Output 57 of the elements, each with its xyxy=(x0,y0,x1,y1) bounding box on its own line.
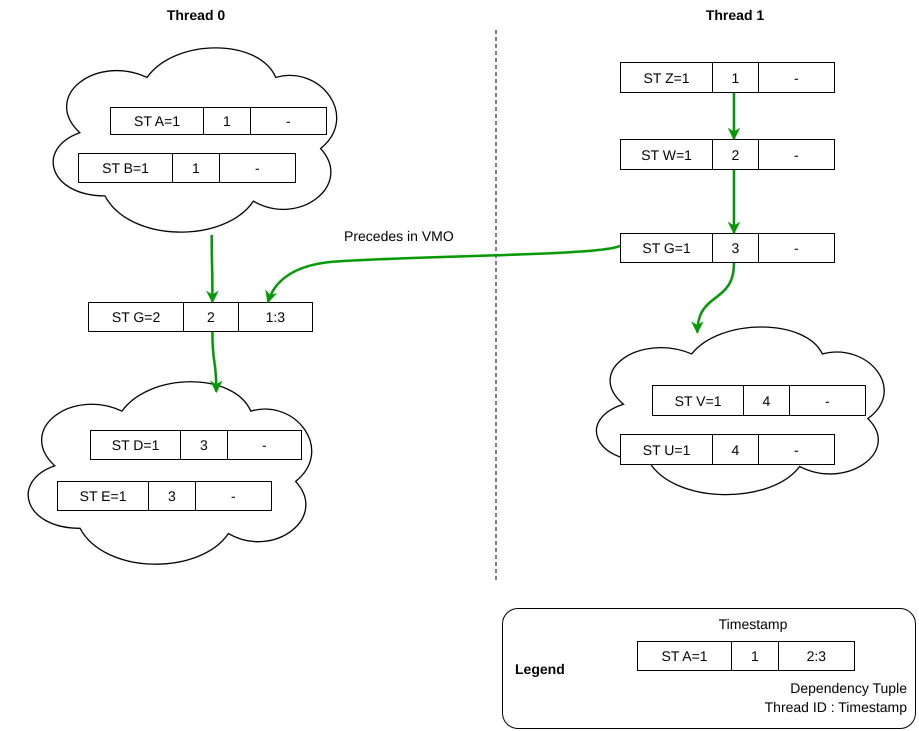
record-row xyxy=(110,107,327,135)
record-field: ST A=1 xyxy=(638,642,732,670)
legend-panel xyxy=(502,608,916,729)
record-field: ST G=1 xyxy=(621,234,712,262)
column-heading: Thread 0 xyxy=(166,7,226,23)
record-field: 3 xyxy=(180,431,227,459)
record-field: ST U=1 xyxy=(621,435,712,464)
record-field: - xyxy=(250,108,326,134)
record-field: ST A=1 xyxy=(111,108,204,134)
record-field: 3 xyxy=(148,482,195,510)
record-field: 2 xyxy=(183,303,238,331)
legend-title: Legend xyxy=(515,661,566,677)
record-field: 1 xyxy=(712,63,758,92)
record-row xyxy=(57,481,272,511)
record-field: - xyxy=(226,431,301,459)
edge-label: Precedes in VMO xyxy=(344,228,454,244)
record-row xyxy=(620,139,835,170)
record-row xyxy=(620,233,835,263)
arrow xyxy=(728,170,740,234)
record-row xyxy=(620,62,835,93)
record-field: 4 xyxy=(712,435,758,464)
record-field: 1 xyxy=(172,154,219,182)
column-heading: Thread 1 xyxy=(706,7,764,23)
record-row xyxy=(90,430,302,460)
field-caption: Dependency Tuple Thread ID : Timestamp xyxy=(764,679,907,717)
record-field: 3 xyxy=(712,234,758,262)
record-field: - xyxy=(758,63,834,92)
field-caption: Timestamp xyxy=(718,616,788,632)
record-field: ST B=1 xyxy=(79,154,172,182)
record-field: - xyxy=(758,140,834,169)
record-field: - xyxy=(788,386,865,415)
arrow xyxy=(692,262,736,334)
record-field: 2 xyxy=(712,140,758,169)
arrow xyxy=(266,244,620,304)
record-field: 1 xyxy=(203,108,250,134)
record-row xyxy=(637,641,855,671)
record-field: ST W=1 xyxy=(621,140,712,169)
record-field: ST V=1 xyxy=(653,386,744,415)
record-field: 4 xyxy=(743,386,789,415)
record-field: ST E=1 xyxy=(58,482,148,510)
arrow xyxy=(728,93,740,140)
record-row xyxy=(620,434,835,465)
record-field: ST Z=1 xyxy=(621,63,712,92)
record-field: - xyxy=(758,234,834,262)
record-field: - xyxy=(218,154,295,182)
record-field: ST D=1 xyxy=(91,431,180,459)
record-row xyxy=(88,302,313,332)
record-row xyxy=(78,153,296,183)
record-row xyxy=(652,385,866,416)
record-field: 2:3 xyxy=(778,642,854,670)
arrow xyxy=(206,235,219,304)
record-field: - xyxy=(758,435,834,464)
record-field: 1:3 xyxy=(238,303,312,331)
arrow xyxy=(210,332,222,394)
record-field: - xyxy=(194,482,271,510)
record-field: ST G=2 xyxy=(89,303,184,331)
record-field: 1 xyxy=(731,642,778,670)
